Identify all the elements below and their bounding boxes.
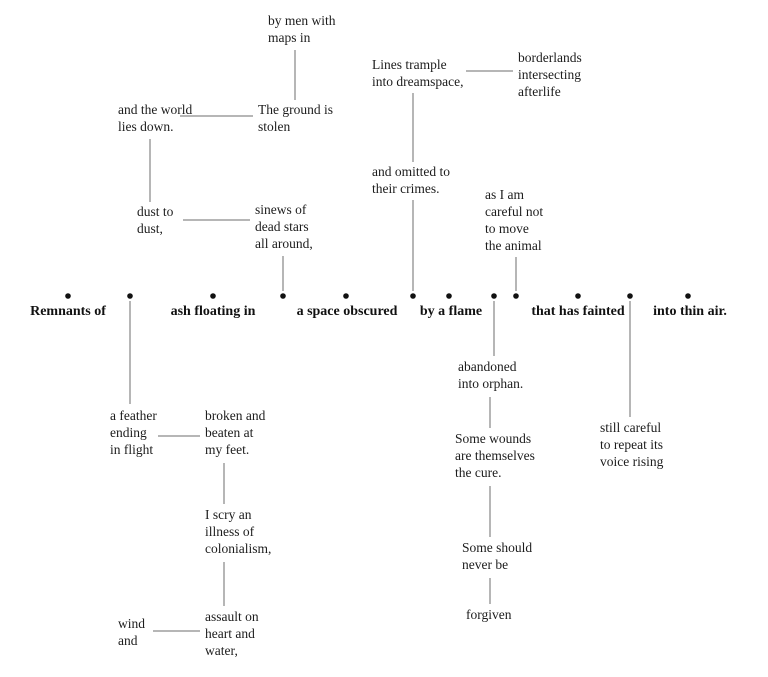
phrase-wind-and: wind and [118,616,145,648]
phrase-scry-illness-colonialism: I scry an illness of colonialism, [205,507,272,556]
axis-dot [446,293,452,299]
phrase-careful-not-to-move-animal: as I am careful not to move the animal [485,187,544,253]
axis-dot [627,293,633,299]
axis-dot [410,293,416,299]
phrase-a-feather-ending-in-flight: a feather ending in flight [110,408,157,457]
axis-label-remnants-of: Remnants of [30,304,106,319]
phrase-still-careful-voice-rising: still careful to repeat its voice rising [600,420,664,469]
axis-label-a-space-obscured: a space obscured [296,304,398,319]
axis-dot [65,293,71,299]
axis-dot [343,293,349,299]
axis-dot [127,293,133,299]
axis-label-into-thin-air: into thin air. [653,304,727,319]
phrase-abandoned-into-orphan: abandoned into orphan. [458,359,524,391]
phrase-lines-trample-dreamspace: Lines trample into dreamspace, [372,57,464,89]
phrase-some-should-never-be: Some should never be [462,540,533,572]
axis-dot [685,293,691,299]
axis-dot [513,293,519,299]
phrase-sinews-of-dead-stars: sinews of dead stars all around, [255,202,313,251]
axis-label-ash-floating-in: ash floating in [170,304,256,319]
axis-dot [210,293,216,299]
phrase-and-the-world-lies-down: and the world lies down. [118,102,193,134]
axis-dot [491,293,497,299]
phrase-omitted-to-their-crimes: and omitted to their crimes. [372,164,450,196]
phrase-forgiven: forgiven [466,607,512,622]
phrase-the-ground-is-stolen: The ground is stolen [258,102,333,134]
phrase-dust-to-dust: dust to dust, [137,204,174,236]
phrase-some-wounds-are-the-cure: Some wounds are themselves the cure. [455,431,535,480]
axis-dot [280,293,286,299]
phrase-assault-on-heart-water: assault on heart and water, [205,609,259,658]
phrase-borderlands-afterlife: borderlands intersecting afterlife [518,50,582,99]
phrase-by-men-with-maps: by men with maps in [268,13,336,45]
phrase-broken-and-beaten: broken and beaten at my feet. [205,408,266,457]
axis-label-that-has-fainted: that has fainted [531,304,625,319]
axis-dot [575,293,581,299]
axis-label-by-a-flame: by a flame [419,304,483,319]
